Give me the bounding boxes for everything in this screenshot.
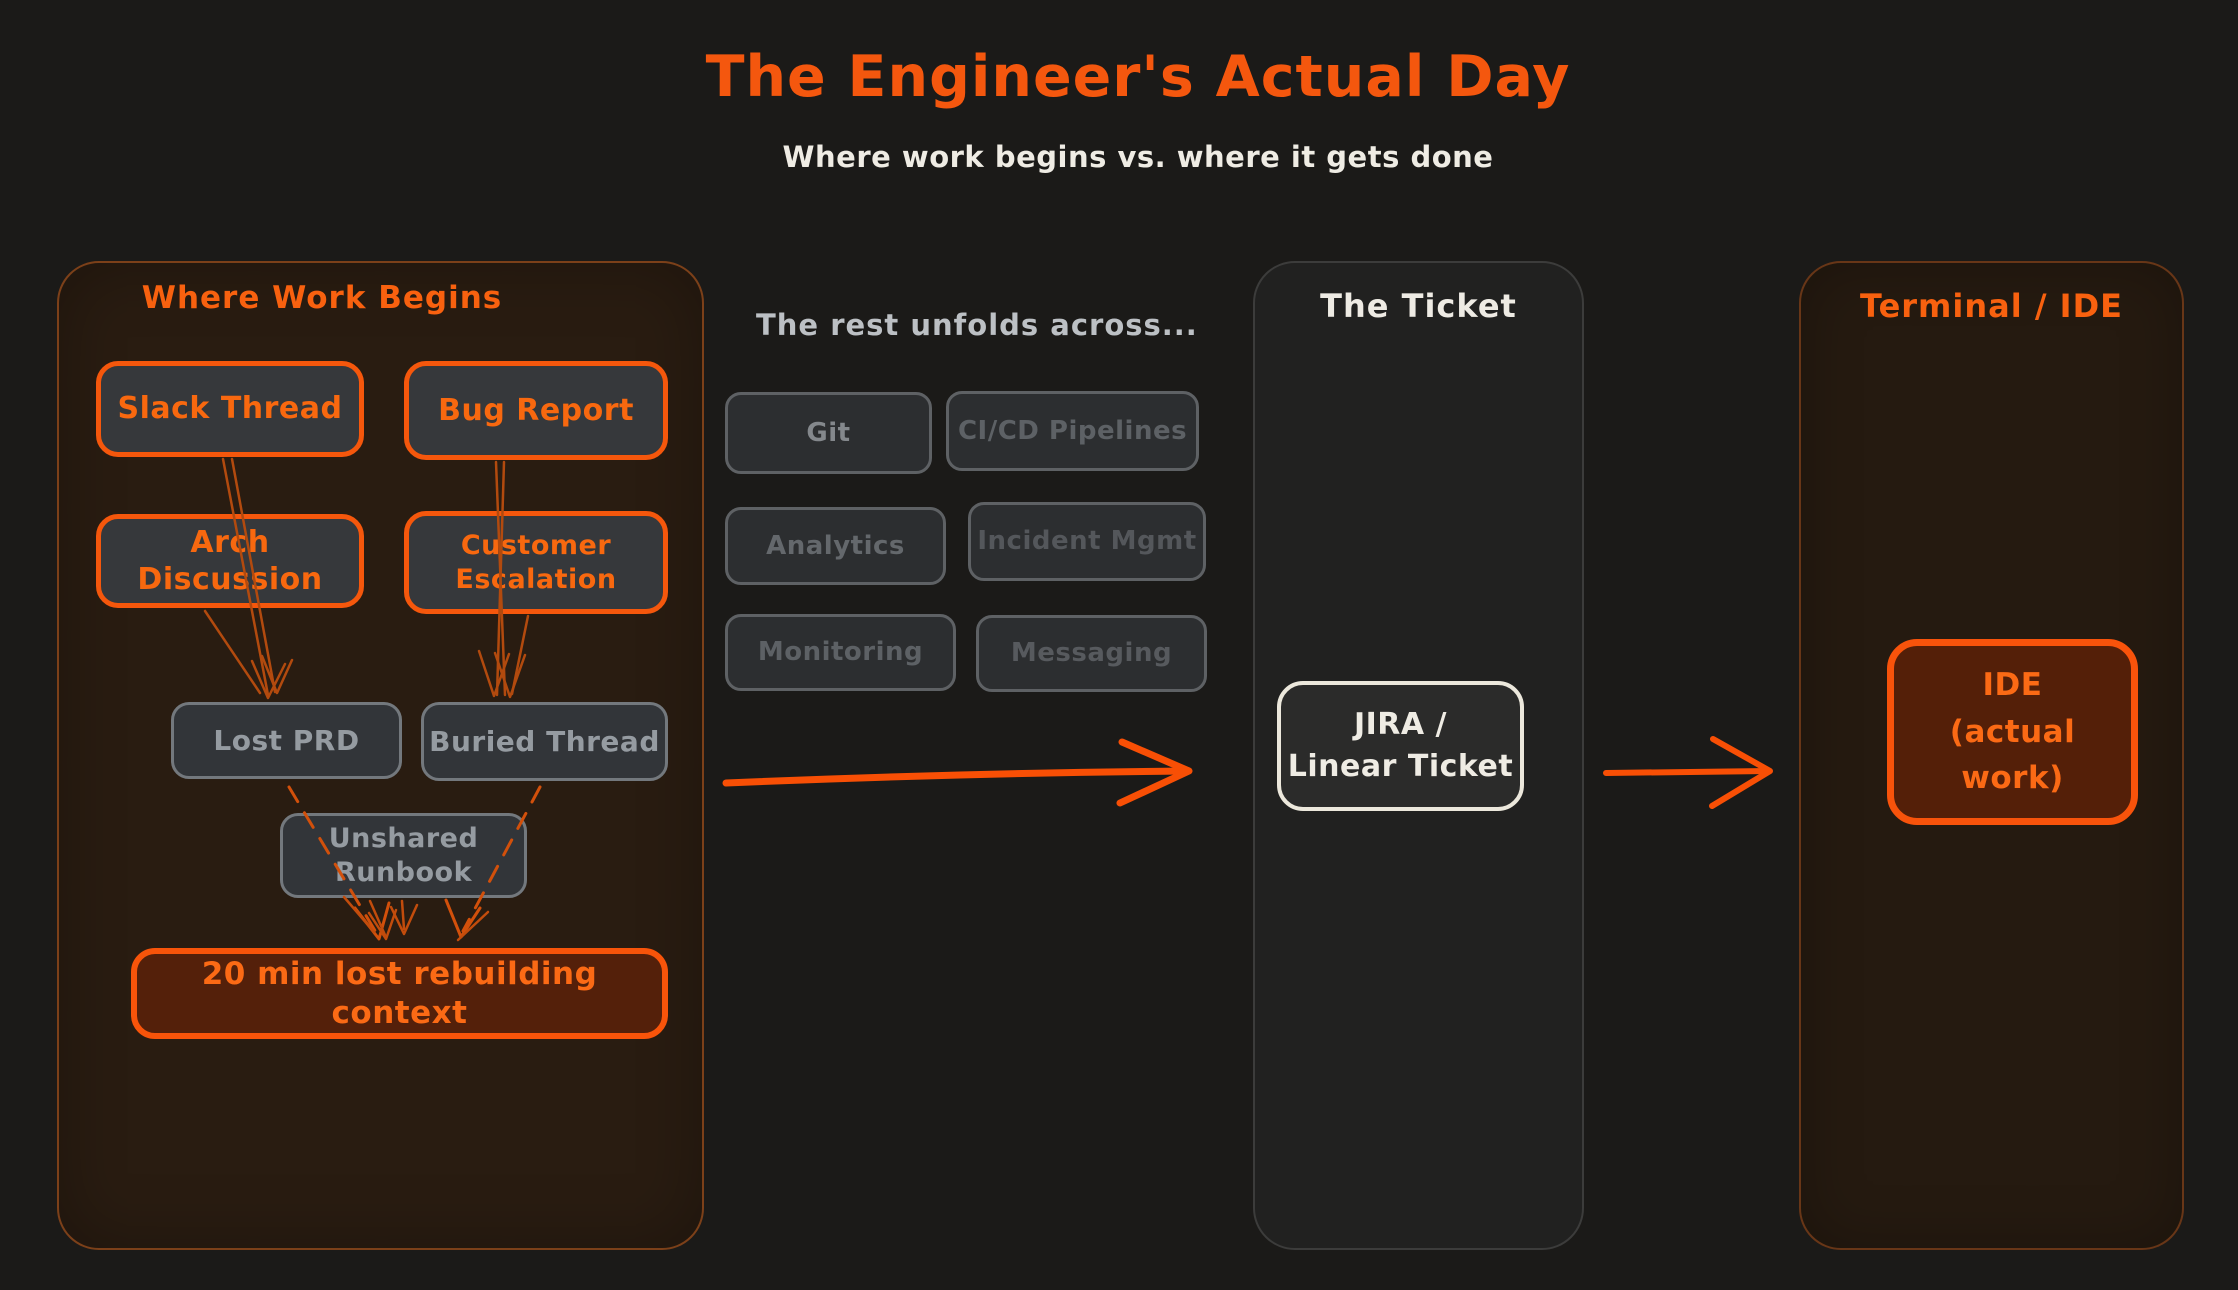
node-customer-escalation: Customer Escalation bbox=[404, 511, 668, 614]
panel-title-terminal-ide: Terminal / IDE bbox=[1859, 287, 2123, 325]
page-title: The Engineer's Actual Day bbox=[705, 44, 1571, 110]
node-label: Monitoring bbox=[757, 637, 924, 668]
node-slack-thread: Slack Thread bbox=[96, 361, 364, 457]
node-messaging: Messaging bbox=[976, 615, 1207, 692]
node-label: Arch Discussion bbox=[137, 524, 323, 598]
node-label: Git bbox=[806, 417, 851, 448]
node-ide-actual-work: IDE (actual work) bbox=[1887, 639, 2138, 825]
node-label-line2: (actual work) bbox=[1949, 713, 2076, 797]
node-label: Incident Mgmt bbox=[977, 526, 1197, 557]
node-20-min-lost-context: 20 min lost rebuilding context bbox=[131, 948, 668, 1039]
node-label: Messaging bbox=[1010, 638, 1173, 669]
node-label-line1: IDE bbox=[1982, 667, 2043, 704]
arrow-ticket-to-terminal bbox=[1603, 736, 1773, 809]
node-label: Customer Escalation bbox=[455, 529, 617, 595]
node-label: Lost PRD bbox=[213, 724, 360, 757]
node-monitoring: Monitoring bbox=[725, 614, 956, 691]
middle-section-title: The rest unfolds across... bbox=[756, 308, 1198, 342]
node-label: Bug Report bbox=[438, 392, 634, 428]
node-label: Slack Thread bbox=[117, 391, 343, 427]
node-label: CI/CD Pipelines bbox=[957, 415, 1188, 446]
panel-title-where-work-begins: Where Work Begins bbox=[141, 280, 503, 316]
node-label: Unshared Runbook bbox=[328, 822, 479, 888]
arrow-begins-to-ticket bbox=[722, 738, 1193, 807]
page-subtitle: Where work begins vs. where it gets done bbox=[782, 140, 1494, 174]
node-unshared-runbook: Unshared Runbook bbox=[280, 813, 527, 898]
panel-title-the-ticket: The Ticket bbox=[1320, 287, 1517, 325]
node-arch-discussion: Arch Discussion bbox=[96, 514, 364, 608]
node-git: Git bbox=[725, 392, 932, 474]
node-label-line1: JIRA / bbox=[1353, 707, 1448, 742]
node-bug-report: Bug Report bbox=[404, 361, 668, 460]
node-label: Analytics bbox=[766, 530, 905, 561]
node-jira-linear-ticket: JIRA / Linear Ticket bbox=[1277, 681, 1524, 811]
node-label-line2: Linear Ticket bbox=[1287, 749, 1514, 784]
node-label: 20 min lost rebuilding context bbox=[201, 955, 598, 1031]
node-buried-thread: Buried Thread bbox=[421, 702, 668, 781]
node-analytics: Analytics bbox=[725, 507, 946, 585]
node-incident-mgmt: Incident Mgmt bbox=[968, 502, 1206, 581]
node-lost-prd: Lost PRD bbox=[171, 702, 402, 779]
node-cicd-pipelines: CI/CD Pipelines bbox=[946, 391, 1199, 471]
node-label: Buried Thread bbox=[429, 725, 660, 758]
